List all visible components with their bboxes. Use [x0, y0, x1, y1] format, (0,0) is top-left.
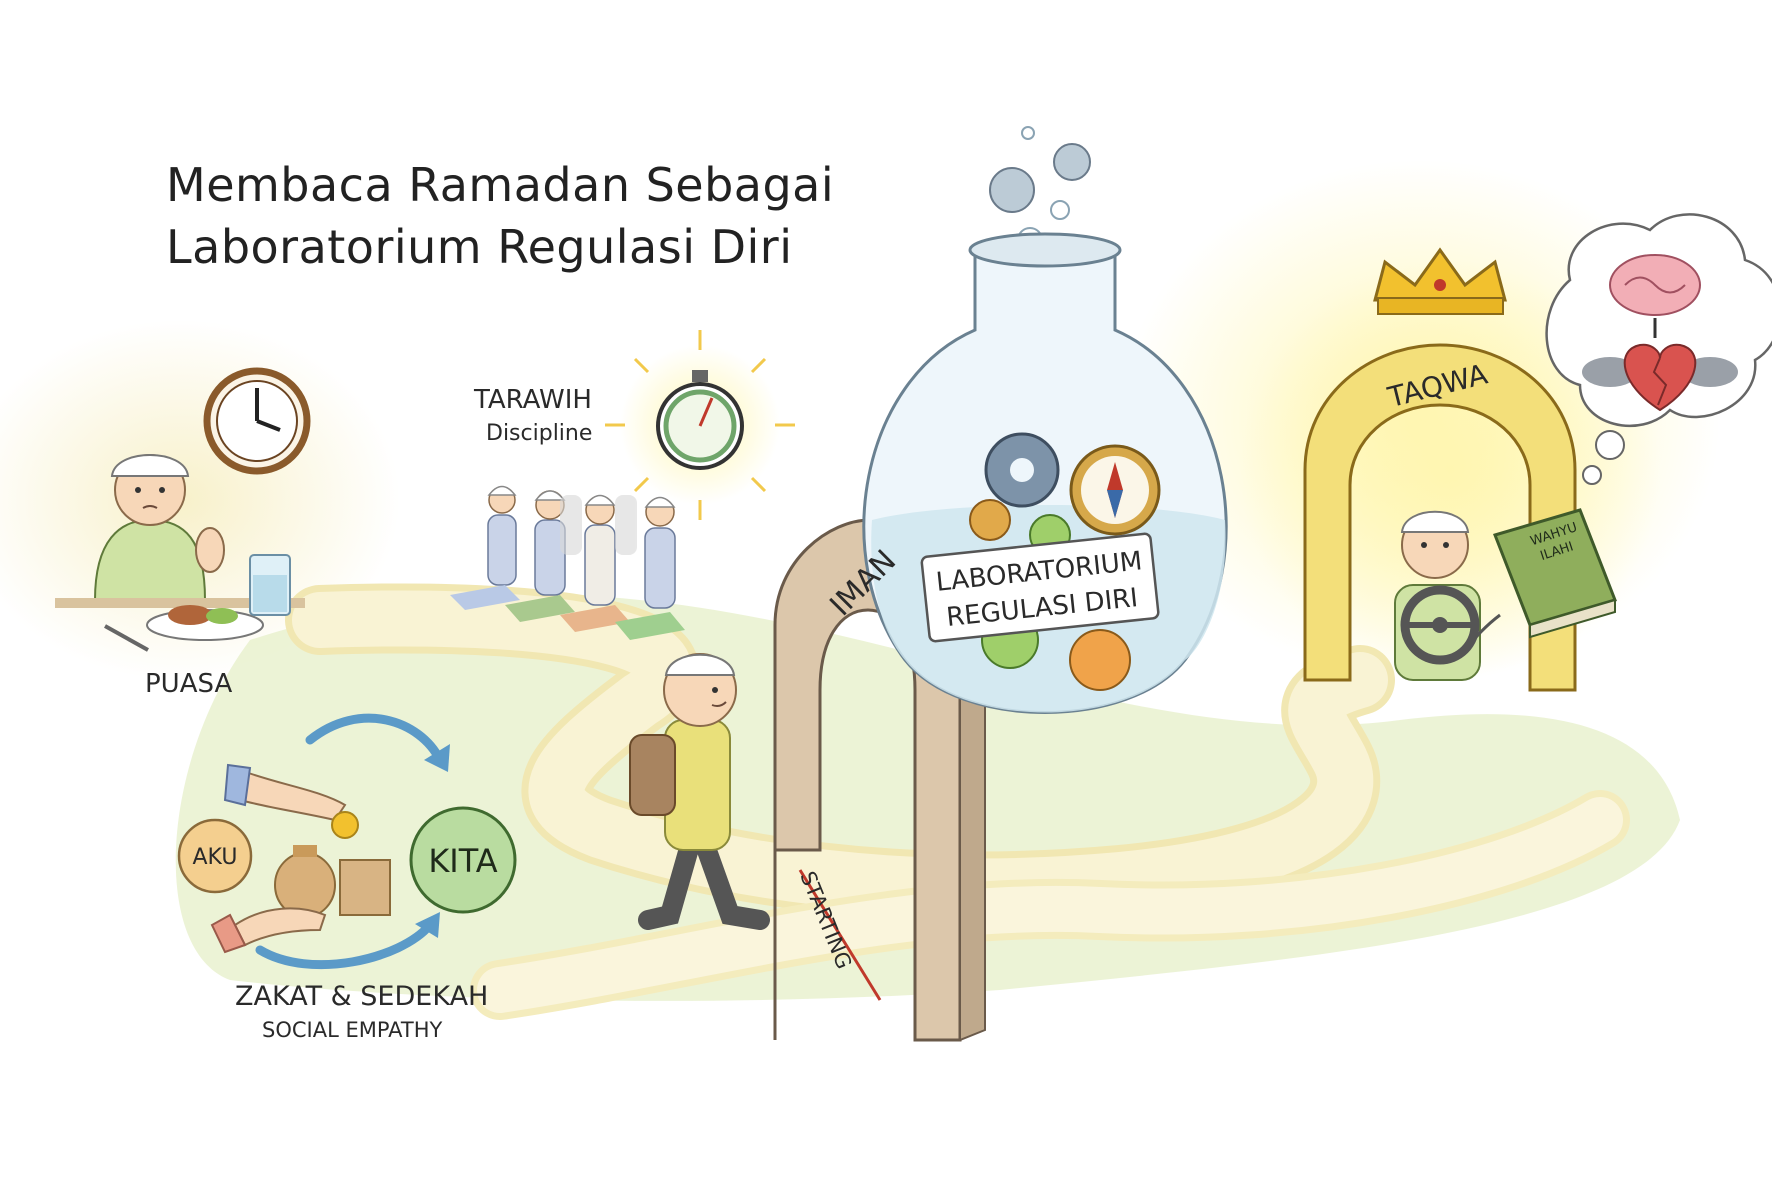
- arrow-icon: [255, 713, 450, 970]
- crown-icon: [1373, 247, 1507, 315]
- zakat-label: ZAKAT & SEDEKAH: [235, 981, 488, 1012]
- zakat-scene: [177, 713, 517, 970]
- tarawih-scene: [450, 330, 795, 640]
- brain-icon: [1609, 254, 1701, 316]
- aku-circle: [177, 818, 253, 894]
- prayer-mats: [450, 585, 685, 640]
- boy-driving: [1394, 510, 1481, 681]
- kita-label: KITA: [428, 842, 497, 880]
- laboratory-flask: [862, 126, 1228, 714]
- lab-label-card: [920, 532, 1160, 643]
- clock-icon: [203, 367, 311, 475]
- gear-icon: [989, 143, 1091, 213]
- journey-path: [285, 583, 1630, 1020]
- praying-people: [450, 485, 685, 640]
- money-bag-icon: [274, 845, 336, 918]
- book-icon: [1493, 508, 1617, 639]
- steering-wheel-icon: [1400, 585, 1480, 665]
- tarawih-sublabel: Discipline: [486, 421, 592, 446]
- paper-bag-icon: [339, 859, 391, 916]
- stopwatch-icon: [605, 330, 795, 520]
- plate-icon: [146, 605, 264, 641]
- compass-icon: [1069, 444, 1161, 536]
- boy-fasting: [93, 454, 225, 601]
- fork-icon: [104, 624, 149, 652]
- broken-heart-icon: [1623, 343, 1697, 412]
- hand-receiving-icon: [210, 907, 327, 954]
- puasa-scene: [55, 367, 311, 652]
- walking-boy: [629, 653, 770, 930]
- thought-bubble: [1545, 213, 1772, 485]
- glass-icon: [249, 554, 291, 616]
- zakat-sublabel: SOCIAL EMPATHY: [262, 1018, 443, 1042]
- page-title-line1: Membaca Ramadan Sebagai: [166, 158, 835, 212]
- kita-circle: [409, 806, 517, 914]
- page-title-line2: Laboratorium Regulasi Diri: [166, 220, 793, 274]
- tarawih-label: TARAWIH: [473, 385, 592, 415]
- coin-icon: [331, 811, 359, 839]
- puasa-label: PUASA: [145, 669, 232, 699]
- aku-label: AKU: [193, 845, 238, 870]
